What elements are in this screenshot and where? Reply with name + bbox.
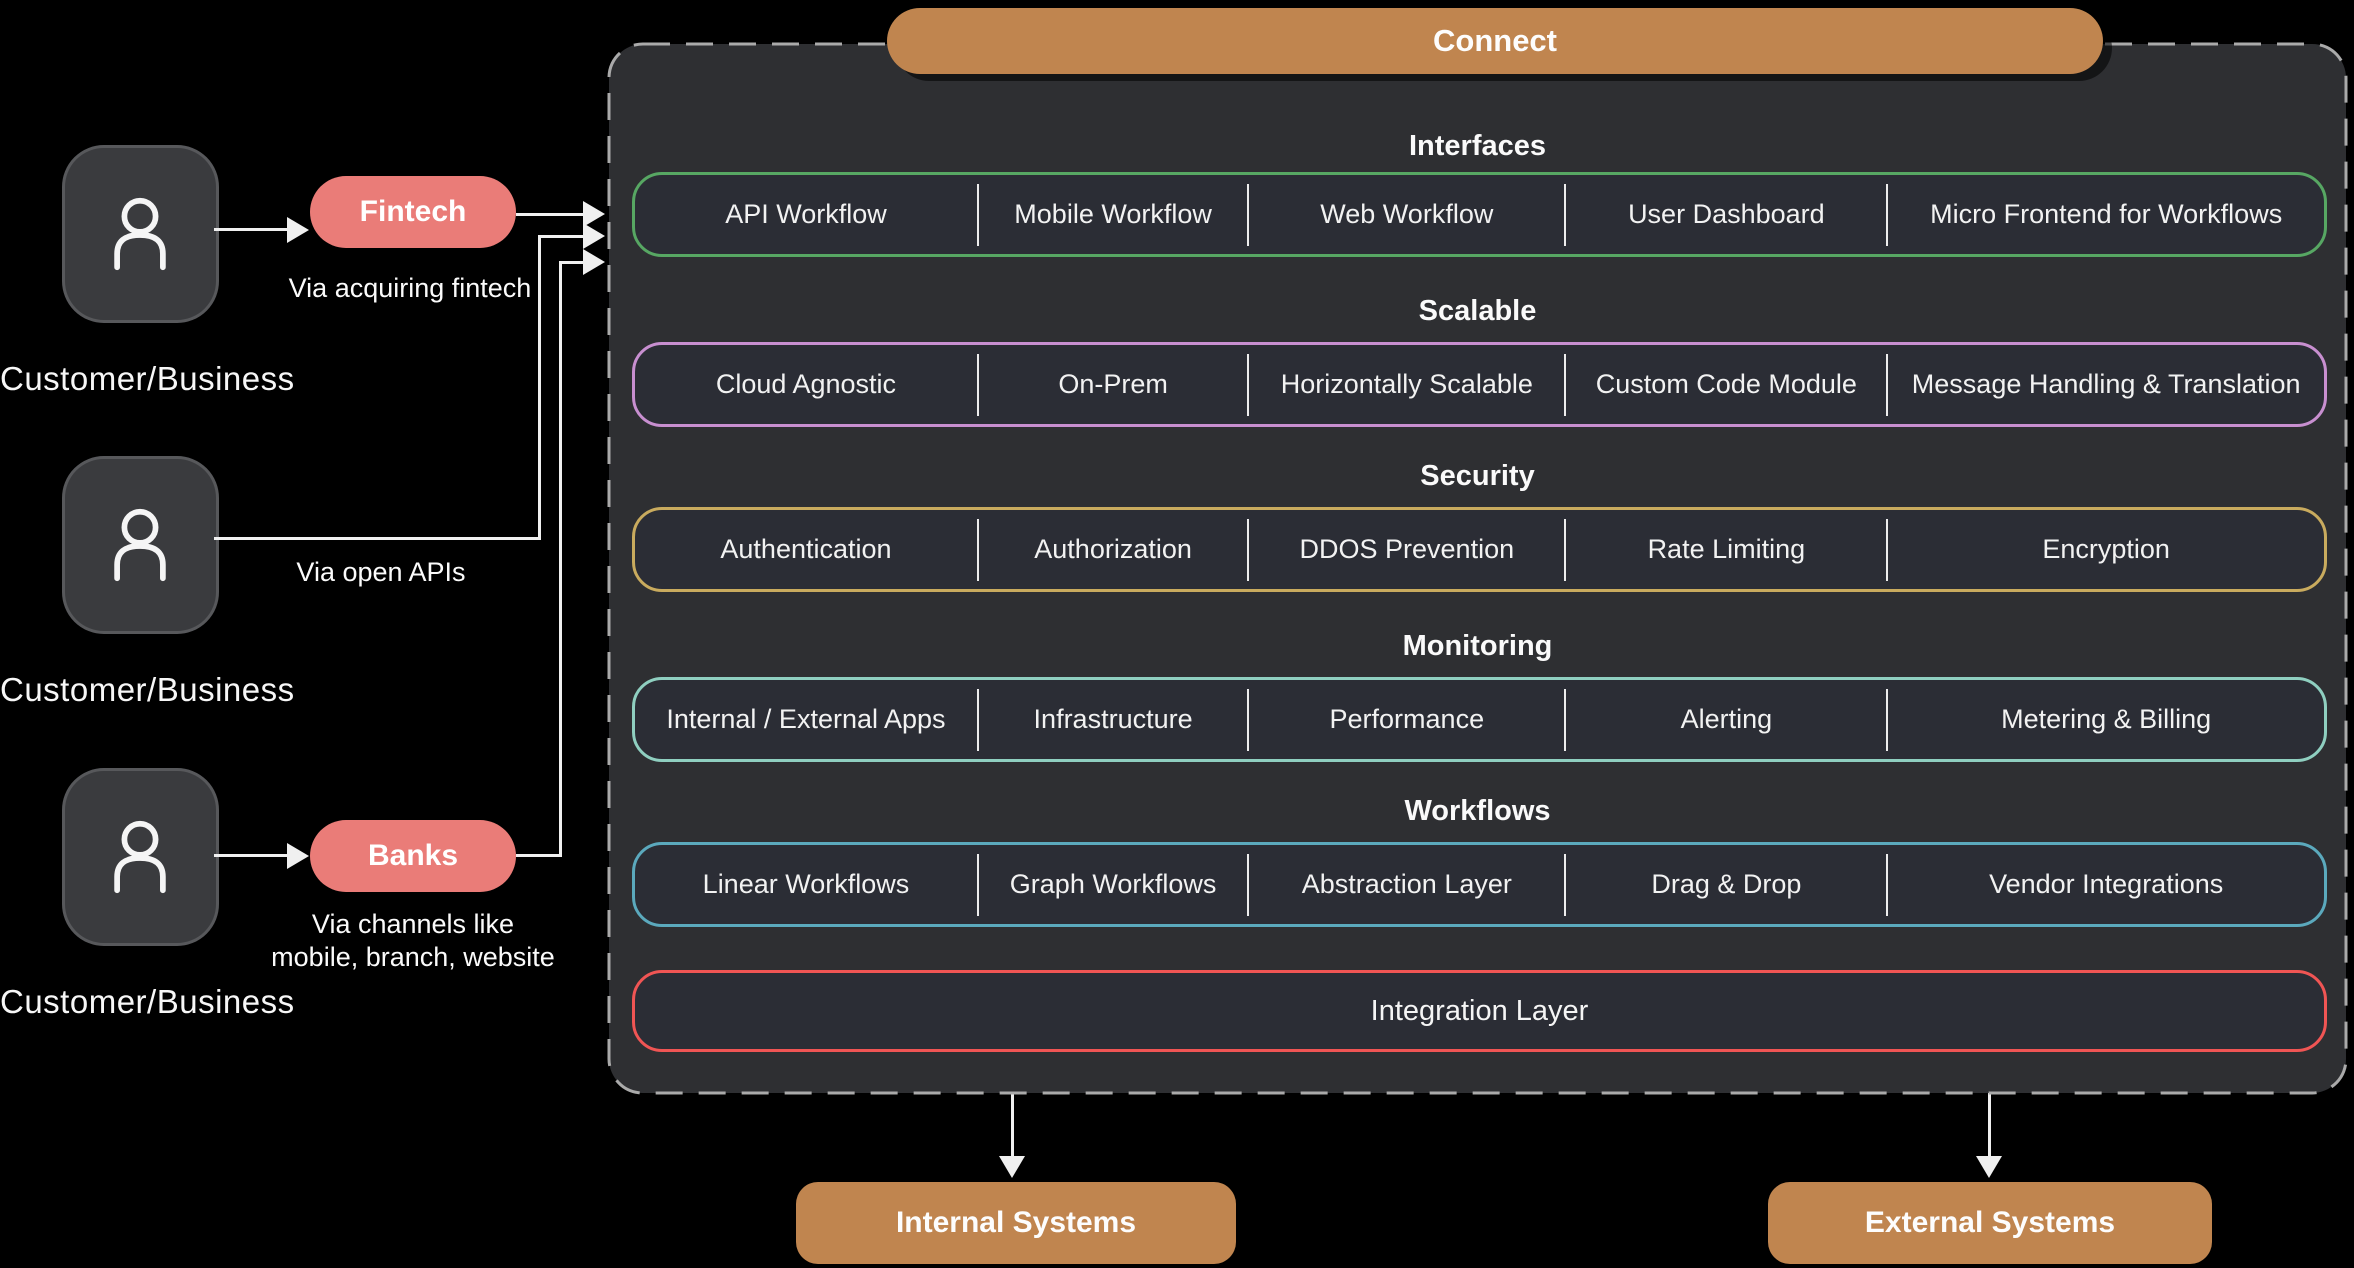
connector-fintech-to-panel [516, 213, 584, 216]
person-icon [114, 508, 166, 582]
feature-item: Encryption [2042, 534, 2170, 564]
fintech-node: Fintech [310, 176, 516, 248]
actor-customer-middle: Customer/Business [0, 456, 295, 709]
section-label-monitoring: Monitoring [1402, 630, 1553, 662]
section-pill-monitoring: Internal / External Apps Infrastructure … [632, 677, 2327, 762]
feature-item: Performance [1329, 704, 1485, 734]
banks-note: Via channels like mobile, branch, websit… [263, 908, 563, 974]
arrowhead-icon [583, 249, 605, 275]
connector-to-internal-systems [1011, 1052, 1014, 1158]
fintech-note: Via acquiring fintech [288, 273, 532, 303]
person-icon [114, 820, 166, 894]
feature-item: Graph Workflows [1009, 869, 1217, 899]
divider [1886, 853, 1889, 916]
arrowhead-icon [287, 217, 309, 243]
arrowhead-icon [1976, 1156, 2002, 1178]
avatar [61, 456, 219, 634]
feature-item: User Dashboard [1628, 199, 1825, 229]
divider [1247, 183, 1250, 246]
arrowhead-icon [287, 843, 309, 869]
divider [1564, 853, 1567, 916]
feature-item: Vendor Integrations [1989, 869, 2224, 899]
divider [1247, 353, 1250, 416]
arrowhead-icon [583, 201, 605, 227]
external-systems-node: External Systems [1768, 1182, 2212, 1264]
divider [1247, 853, 1250, 916]
divider [976, 853, 979, 916]
feature-item: Micro Frontend for Workflows [1930, 199, 2283, 229]
feature-item: API Workflow [725, 199, 887, 229]
connector-to-external-systems [1988, 1052, 1991, 1158]
connect-platform-panel: Connect Interfaces API Workflow Mobile W… [607, 8, 2348, 1095]
connector-banks-to-panel [559, 261, 584, 264]
section-pill-security: Authentication Authorization DDOS Preven… [632, 507, 2327, 592]
person-icon [114, 197, 166, 271]
feature-item: Alerting [1680, 704, 1773, 734]
internal-systems-node: Internal Systems [796, 1182, 1236, 1264]
connector-openapis-to-panel [538, 235, 584, 238]
connector-customer-to-banks [214, 854, 288, 857]
feature-item: Horizontally Scalable [1280, 369, 1533, 399]
actor-customer-bottom: Customer/Business [0, 768, 295, 1021]
banks-note-line1: Via channels like [311, 909, 515, 939]
divider [1886, 688, 1889, 751]
actor-label: Customer/Business [0, 983, 295, 1020]
feature-item: Cloud Agnostic [715, 369, 897, 399]
section-label-interfaces: Interfaces [1408, 130, 1546, 162]
section-pill-scalable: Cloud Agnostic On-Prem Horizontally Scal… [632, 342, 2327, 427]
feature-item: Web Workflow [1320, 199, 1494, 229]
divider [1247, 518, 1250, 581]
feature-item: Infrastructure [1033, 704, 1193, 734]
section-label-workflows: Workflows [1404, 795, 1551, 827]
actor-label: Customer/Business [0, 671, 295, 708]
feature-item: Internal / External Apps [666, 704, 946, 734]
banks-node: Banks [310, 820, 516, 892]
divider [1886, 353, 1889, 416]
divider [976, 688, 979, 751]
arrowhead-icon [999, 1156, 1025, 1178]
actor-customer-top: Customer/Business [0, 145, 295, 398]
divider [1564, 518, 1567, 581]
feature-item: DDOS Prevention [1299, 534, 1515, 564]
connector-openapis-horizontal [214, 537, 540, 540]
actor-label: Customer/Business [0, 360, 295, 397]
connector-openapis-vertical [538, 235, 541, 540]
connect-title-pill: Connect [887, 8, 2103, 74]
feature-item: Mobile Workflow [1014, 199, 1212, 229]
feature-item: Abstraction Layer [1301, 869, 1512, 899]
open-apis-note: Via open APIs [296, 557, 466, 587]
feature-item: Linear Workflows [702, 869, 910, 899]
section-label-scalable: Scalable [1418, 295, 1537, 327]
integration-layer-pill: Integration Layer [632, 970, 2327, 1052]
section-pill-workflows: Linear Workflows Graph Workflows Abstrac… [632, 842, 2327, 927]
connector-banks-horizontal [516, 854, 562, 857]
feature-item: Message Handling & Translation [1911, 369, 2301, 399]
feature-item: Custom Code Module [1595, 369, 1857, 399]
feature-item: Drag & Drop [1651, 869, 1802, 899]
feature-item: On-Prem [1058, 369, 1168, 399]
divider [1886, 183, 1889, 246]
connector-customer-to-fintech [214, 228, 288, 231]
divider [1247, 688, 1250, 751]
feature-item: Authentication [720, 534, 892, 564]
divider [976, 183, 979, 246]
section-label-security: Security [1420, 460, 1535, 492]
connector-banks-vertical [559, 261, 562, 857]
divider [1564, 688, 1567, 751]
divider [976, 518, 979, 581]
banks-note-line2: mobile, branch, website [271, 942, 555, 972]
section-pill-interfaces: API Workflow Mobile Workflow Web Workflo… [632, 172, 2327, 257]
arrowhead-icon [583, 223, 605, 249]
feature-item: Authorization [1034, 534, 1192, 564]
divider [1886, 518, 1889, 581]
divider [976, 353, 979, 416]
avatar [61, 145, 219, 323]
divider [1564, 183, 1567, 246]
feature-item: Rate Limiting [1647, 534, 1806, 564]
divider [1564, 353, 1567, 416]
feature-item: Metering & Billing [2001, 704, 2212, 734]
avatar [61, 768, 219, 946]
